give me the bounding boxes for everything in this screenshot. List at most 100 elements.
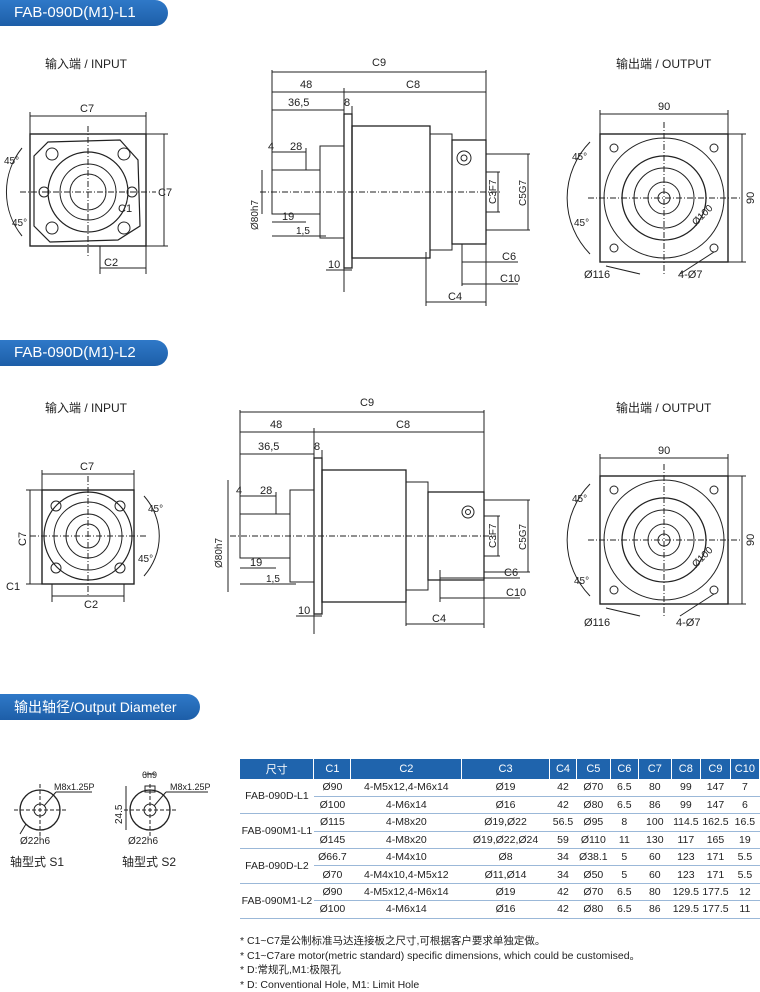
table-cell: 177.5 (700, 882, 731, 902)
table-cell: Ø110 (576, 831, 611, 850)
table-cell: Ø19 (461, 882, 550, 902)
table-cell: 171 (700, 865, 731, 884)
dim-c5: C5G7 (518, 179, 529, 206)
dim-36-5: 36,5 (288, 97, 309, 109)
note-line: * C1~C7are motor(metric standard) specif… (240, 949, 641, 962)
s2-caption: 轴型式 S2 (122, 854, 176, 869)
dim-28: 28 (290, 141, 302, 153)
angle-45-b: 45° (138, 554, 153, 565)
table-cell: Ø80 (576, 796, 611, 815)
table-cell: 60 (638, 848, 672, 867)
note-line: * D: Conventional Hole, M1: Limit Hole (240, 978, 420, 991)
dim-c1: C1 (6, 581, 20, 593)
table-cell: 130 (638, 831, 672, 850)
table-cell: 6.5 (610, 796, 639, 815)
table-cell: 6 (730, 796, 760, 815)
note-line: * C1~C7是公制标准马达连接板之尺寸,可根据客户要求单独定做。 (240, 935, 546, 947)
s2-dia: Ø22h6 (128, 836, 158, 847)
table-cell: 129.5 (671, 900, 701, 919)
dim-c5: C5G7 (518, 523, 529, 550)
table-cell: 147 (700, 796, 731, 815)
table-cell: Ø16 (461, 900, 550, 919)
table-cell: Ø38.1 (576, 848, 611, 867)
table-cell: Ø16 (461, 796, 550, 815)
dim-out-90-side: 90 (745, 534, 757, 546)
s2-thread: M8x1.25P (170, 782, 211, 792)
model-cell: FAB-090M1-L1 (240, 813, 314, 850)
table-cell: Ø8 (461, 848, 550, 867)
dim-phi100: Ø100 (690, 203, 715, 228)
table-cell: 4-M4x10 (350, 848, 462, 867)
angle-out-45-b: 45° (574, 218, 589, 229)
s1-dia: Ø22h6 (20, 836, 50, 847)
model-cell: FAB-090D-L2 (240, 848, 314, 884)
dim-phi80: Ø80h7 (250, 200, 261, 230)
table-cell: 11 (610, 831, 639, 850)
dim-c7-top: C7 (80, 103, 94, 115)
table-cell: 99 (671, 796, 701, 815)
table-cell: 117 (671, 831, 701, 850)
shaft-drawings: M8x1.25P Ø22h6 轴型式 S1 6h9 24.5 M8x1.25P … (10, 770, 211, 869)
table-cell: 80 (638, 882, 672, 902)
dim-28: 28 (260, 485, 272, 497)
table-cell: 42 (549, 796, 577, 815)
table-cell: Ø70 (576, 882, 611, 902)
table-cell: Ø95 (576, 813, 611, 832)
table-cell: 16.5 (730, 813, 760, 832)
table-cell: 42 (549, 900, 577, 919)
table-cell: 12 (730, 882, 760, 902)
input-label: 输入端 / INPUT (45, 400, 128, 415)
dim-19: 19 (282, 211, 294, 223)
table-cell: 8 (610, 813, 639, 832)
dim-4: 4 (268, 141, 274, 153)
angle-45-b: 45° (12, 218, 27, 229)
table-cell: 5.5 (730, 848, 760, 867)
table-cell: 129.5 (671, 882, 701, 902)
table-cell: Ø66.7 (313, 848, 351, 867)
dim-10: 10 (298, 605, 310, 617)
table-cell: Ø100 (313, 900, 351, 919)
table-header-cell: C7 (638, 759, 672, 779)
shaft-s2 (124, 773, 208, 836)
table-cell: Ø115 (313, 813, 351, 832)
table-cell: 6.5 (610, 882, 639, 902)
table-cell: Ø90 (313, 882, 351, 902)
dim-8: 8 (314, 441, 320, 453)
dim-out-90-top: 90 (658, 101, 670, 113)
dim-4-phi7: 4-Ø7 (676, 617, 700, 629)
dim-phi100: Ø100 (690, 545, 715, 570)
input-flange-view (5, 112, 168, 274)
dim-1-5: 1,5 (266, 574, 280, 585)
table-cell: Ø19,Ø22,Ø24 (461, 831, 550, 850)
table-cell: 34 (549, 865, 577, 884)
table-cell: Ø80 (576, 900, 611, 919)
dim-48: 48 (270, 419, 282, 431)
dim-c10: C10 (506, 587, 526, 599)
table-cell: Ø70 (313, 865, 351, 884)
table-header-cell: 尺寸 (240, 759, 315, 779)
table-cell: 56.5 (549, 813, 577, 832)
section-title-l2: FAB-090D(M1)-L2 (0, 340, 168, 366)
table-cell: 86 (638, 900, 672, 919)
table-cell: 7 (730, 779, 760, 797)
table-cell: 123 (671, 865, 701, 884)
table-cell: 11 (730, 900, 760, 919)
model-cell: FAB-090D-L1 (240, 779, 314, 815)
dim-4: 4 (236, 485, 242, 497)
dim-c9: C9 (360, 397, 374, 409)
table-cell: 4-M8x20 (350, 813, 462, 832)
dim-48: 48 (300, 79, 312, 91)
table-cell: Ø19,Ø22 (461, 813, 550, 832)
dim-8: 8 (344, 97, 350, 109)
table-cell: Ø90 (313, 779, 351, 797)
table-cell: Ø19 (461, 779, 550, 797)
